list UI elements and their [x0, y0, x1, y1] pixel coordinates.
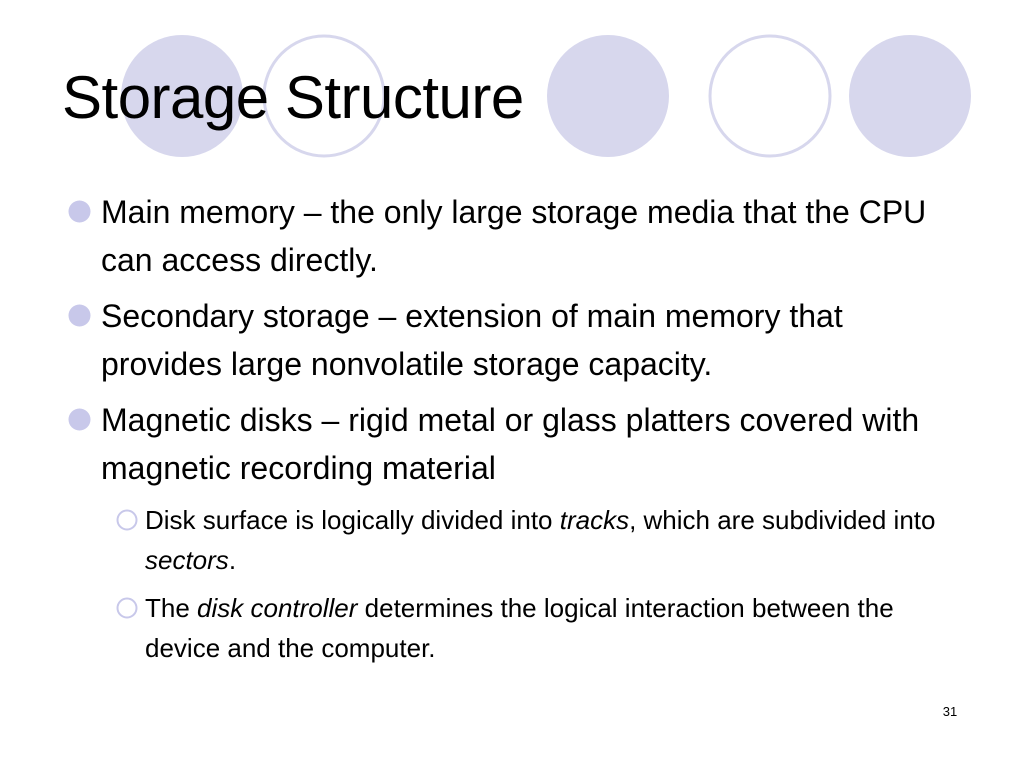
sub-bullet-disk-surface: Disk surface is logically divided into t… [116, 500, 964, 580]
filled-bullet-icon [68, 200, 91, 223]
sub-bullet-disk-controller: The disk controller determines the logic… [116, 588, 964, 668]
sub-bullet-text: The disk controller determines the logic… [145, 593, 894, 663]
bullet-text: Magnetic disks – rigid metal or glass pl… [101, 402, 920, 486]
hollow-bullet-icon [116, 509, 138, 531]
hollow-bullet-icon [116, 597, 138, 619]
term-sectors: sectors [145, 545, 229, 575]
filled-circle-2 [547, 35, 669, 157]
filled-circle-3 [849, 35, 971, 157]
bullet-secondary-storage: Secondary storage – extension of main me… [64, 292, 964, 388]
outline-circle-1 [262, 34, 386, 158]
filled-bullet-icon [68, 304, 91, 327]
sub-bullet-text: Disk surface is logically divided into t… [145, 505, 936, 575]
filled-bullet-icon [68, 408, 91, 431]
bullet-list: Main memory – the only large storage med… [64, 188, 964, 676]
bullet-magnetic-disks: Magnetic disks – rigid metal or glass pl… [64, 396, 964, 492]
bullet-main-memory: Main memory – the only large storage med… [64, 188, 964, 284]
decorative-circles [121, 34, 971, 158]
outline-circle-2 [708, 34, 832, 158]
bullet-text: Secondary storage – extension of main me… [101, 298, 843, 382]
term-disk-controller: disk controller [197, 593, 358, 623]
page-number: 31 [942, 704, 958, 719]
bullet-text: Main memory – the only large storage med… [101, 194, 927, 278]
filled-circle-1 [121, 35, 243, 157]
slide-title: Storage Structure [62, 64, 524, 131]
term-tracks: tracks [559, 505, 630, 535]
